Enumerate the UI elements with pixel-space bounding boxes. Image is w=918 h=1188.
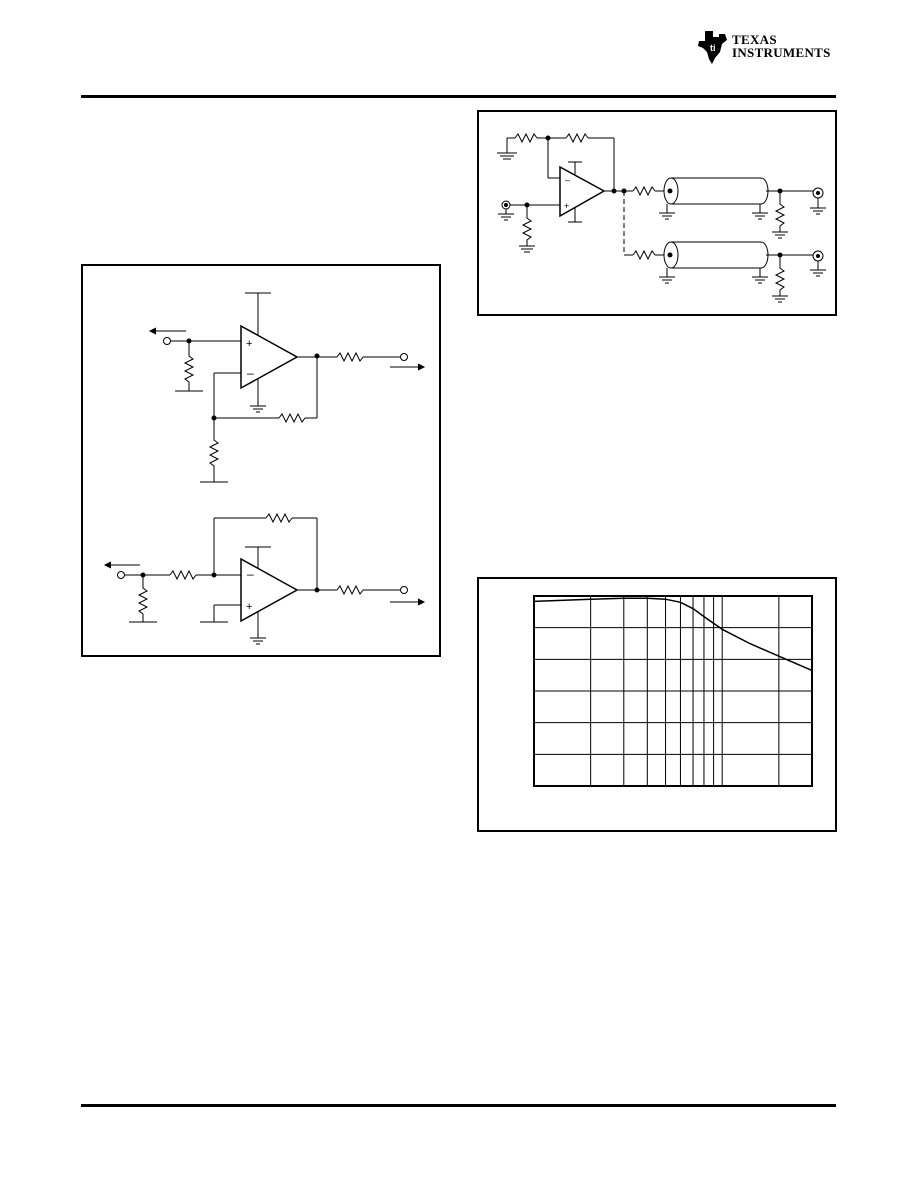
svg-text:+: + — [246, 338, 252, 350]
ti-logo: ti TEXAS INSTRUMENTS — [696, 28, 838, 66]
op-amp-circuit-icon: – + — [497, 132, 826, 303]
ti-texas-logo-icon: ti — [698, 31, 727, 64]
svg-text:–: – — [247, 567, 254, 581]
frequency-response-chart — [533, 595, 813, 787]
frequency-response-chart-figure — [477, 577, 837, 832]
line-driver-schematic-figure: – + — [477, 110, 837, 316]
op-amp-circuit-icon: + – — [103, 292, 426, 645]
ti-logo-text: TEXAS INSTRUMENTS — [732, 32, 831, 60]
svg-text:+: + — [246, 601, 252, 613]
footer-rule — [81, 1104, 836, 1107]
svg-text:ti: ti — [710, 43, 716, 53]
svg-text:–: – — [247, 366, 254, 380]
chart-plot-frame — [533, 595, 813, 787]
chart-series-line — [533, 597, 813, 672]
line-driver-circuit: – + — [497, 132, 826, 303]
svg-text:+: + — [564, 201, 569, 211]
amplifier-schematics-figure: + – — [81, 264, 441, 657]
header-rule — [81, 95, 836, 98]
noninverting-amplifier-circuit: + – — [148, 292, 426, 483]
inverting-amplifier-circuit: – + — [103, 512, 426, 645]
svg-text:–: – — [565, 175, 570, 185]
